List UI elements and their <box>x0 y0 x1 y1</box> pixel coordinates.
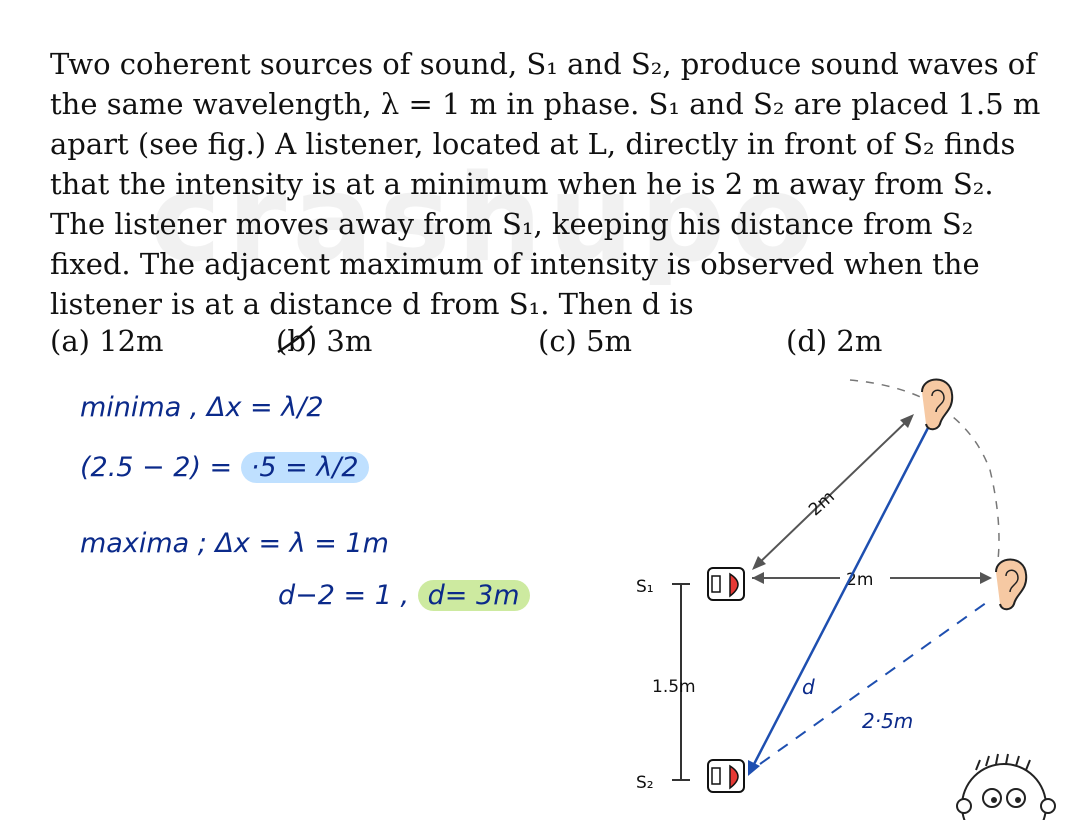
question-line: Two coherent sources of sound, S₁ and S₂… <box>50 47 1036 81</box>
question-line: apart (see fig.) A listener, located at … <box>50 127 1016 161</box>
cartoon-face-icon <box>956 753 1056 820</box>
solution-minima-line: minima , Δx = λ/2 <box>80 392 324 423</box>
maxima-calc-highlight: d= 3m <box>417 580 530 611</box>
question-text: Two coherent sources of sound, S₁ and S₂… <box>50 44 1040 324</box>
arrow-head <box>748 760 760 776</box>
listener-path-arc <box>849 379 1000 561</box>
d-label: d <box>802 675 815 699</box>
option-d[interactable]: (d) 2m <box>786 324 883 358</box>
option-c[interactable]: (c) 5m <box>538 324 633 358</box>
arrow-s1-top-ear <box>755 419 909 567</box>
arrow-head <box>980 572 992 584</box>
question-line: fixed. The adjacent maximum of intensity… <box>50 247 980 281</box>
line-d <box>750 423 932 769</box>
minima-calc-left: (2.5 − 2) = <box>80 452 241 483</box>
question-line: that the intensity is at a minimum when … <box>50 167 994 201</box>
question-line: The listener moves away from S₁, keeping… <box>50 207 974 241</box>
ear-icon <box>995 558 1028 611</box>
arrow-head <box>752 572 764 584</box>
separation-label: 1.5m <box>652 677 696 697</box>
solution-minima-calc: (2.5 − 2) = ·5 = λ/2 <box>80 452 369 483</box>
speaker-s1-icon <box>707 567 745 601</box>
question-line: listener is at a distance d from S₁. The… <box>50 287 694 321</box>
dist-2-5m: 2·5m <box>862 709 913 733</box>
speaker-s2-icon <box>707 759 745 793</box>
ear-icon <box>921 378 954 431</box>
option-a[interactable]: (a) 12m <box>50 324 164 358</box>
arrow-head <box>900 414 914 428</box>
s2-label: S₂ <box>636 773 654 793</box>
dashed-2-5m <box>759 599 991 765</box>
answer-options: (a) 12m (b) 3m (c) 5m (d) 2m <box>50 324 1040 364</box>
question-line: the same wavelength, λ = 1 m in phase. S… <box>50 87 1041 121</box>
maxima-calc-left: d−2 = 1 , <box>278 580 410 611</box>
solution-maxima-calc: d−2 = 1 , d= 3m <box>278 580 530 611</box>
minima-calc-highlight: ·5 = λ/2 <box>240 452 369 483</box>
arrow-head <box>752 556 766 570</box>
solution-maxima-line: maxima ; Δx = λ = 1m <box>80 528 389 559</box>
s1-label: S₁ <box>636 577 654 597</box>
